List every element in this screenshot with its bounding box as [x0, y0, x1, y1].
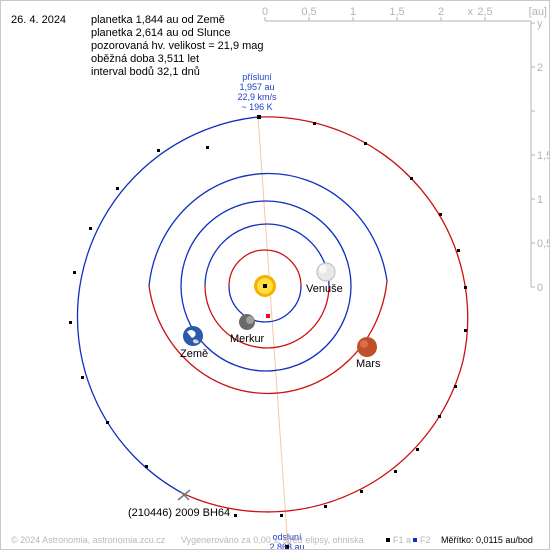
info-block: planetka 1,844 au od Země planetka 2,614…	[91, 14, 264, 79]
info-line: planetka 2,614 au od Slunce	[91, 27, 231, 39]
asteroid-orbit-near-aphelion	[183, 360, 464, 513]
date-label: 26. 4. 2024	[11, 14, 67, 26]
x-tick-label: 0	[262, 6, 268, 18]
asteroid-orbit-below	[76, 116, 259, 495]
x-tick-label: 0,5	[301, 6, 316, 18]
earth-orbit	[180, 200, 352, 372]
venus-planet	[316, 262, 336, 282]
mars-label: Mars	[356, 358, 381, 370]
mars-orbit-below	[148, 280, 388, 395]
info-line: oběžná doba 3,511 let	[91, 53, 200, 65]
x-tick-label: 1	[350, 6, 356, 18]
focus2-marker	[413, 538, 417, 542]
y-tick-label: 0	[537, 282, 543, 294]
mercury-planet	[239, 314, 255, 330]
axes	[264, 17, 535, 288]
perihelion-title: přísluní	[242, 72, 272, 82]
venus-orbit-above	[204, 223, 330, 287]
x-tick-label: 1,5	[389, 6, 404, 18]
copyright-text: © 2024 Astronomia, astronomia.zcu.cz	[11, 535, 166, 545]
aphelion-point	[285, 545, 289, 549]
mercury-orbit-below	[228, 285, 302, 323]
asteroid-label: (210446) 2009 BH64	[128, 507, 231, 519]
info-line: pozorovaná hv. velikost = 21,9 mag	[91, 40, 264, 52]
scale-text: Měřítko: 0,0115 au/bod	[441, 535, 533, 545]
generated-text: Vygenerováno za 0,00 s, střed elipsy, oh…	[181, 535, 364, 545]
perihelion-annotation: přísluní 1,957 au 22,9 km/s ~ 196 K	[227, 72, 287, 112]
ellipse-center-marker	[266, 314, 270, 318]
apsidal-line	[257, 115, 289, 549]
sun	[254, 275, 276, 297]
earth-label: Země	[180, 348, 209, 360]
asteroid-marker	[177, 489, 191, 501]
earth-planet	[183, 326, 203, 346]
y-tick-label: 1,5	[537, 150, 550, 162]
focus1-marker	[386, 538, 390, 542]
focus1-label: F1 a	[393, 535, 412, 545]
info-line: interval bodů 32,1 dnů	[91, 66, 200, 78]
x-tick-label: 2	[438, 6, 444, 18]
venus-label: Venuše	[306, 283, 343, 295]
venus-orbit-below	[204, 285, 330, 349]
aphelion-distance: 2,863 au	[269, 542, 305, 550]
mercury-orbit-above	[228, 249, 302, 287]
perihelion-speed: 22,9 km/s	[237, 92, 277, 102]
perihelion-distance: 1,957 au	[239, 82, 275, 92]
y-axis-label: y	[537, 18, 543, 30]
mars-planet	[357, 337, 377, 357]
mercury-label: Merkur	[230, 333, 265, 345]
perihelion-temperature: ~ 196 K	[241, 102, 273, 112]
y-tick-label: 2	[537, 62, 543, 74]
info-line: planetka 1,844 au od Země	[91, 14, 225, 26]
y-tick-label: 0,5	[537, 238, 550, 250]
x-tick-label: 2,5	[477, 6, 492, 18]
aphelion-title: odsluní	[272, 532, 302, 542]
focus2-label: F2	[420, 535, 431, 545]
perihelion-point	[257, 115, 261, 119]
axis-unit-label: [au]	[529, 6, 547, 18]
y-tick-label: 1	[537, 194, 543, 206]
aphelion-annotation: odsluní 2,863 au	[263, 532, 311, 550]
asteroid-orbit-above	[257, 116, 469, 362]
x-axis-label: x	[468, 6, 474, 18]
axis-tick-labels: 0 0,5 1 1,5 2 2,5 x [au] y 2 1,5 1 0,5 0	[262, 6, 550, 294]
mars-orbit-above	[148, 172, 388, 287]
